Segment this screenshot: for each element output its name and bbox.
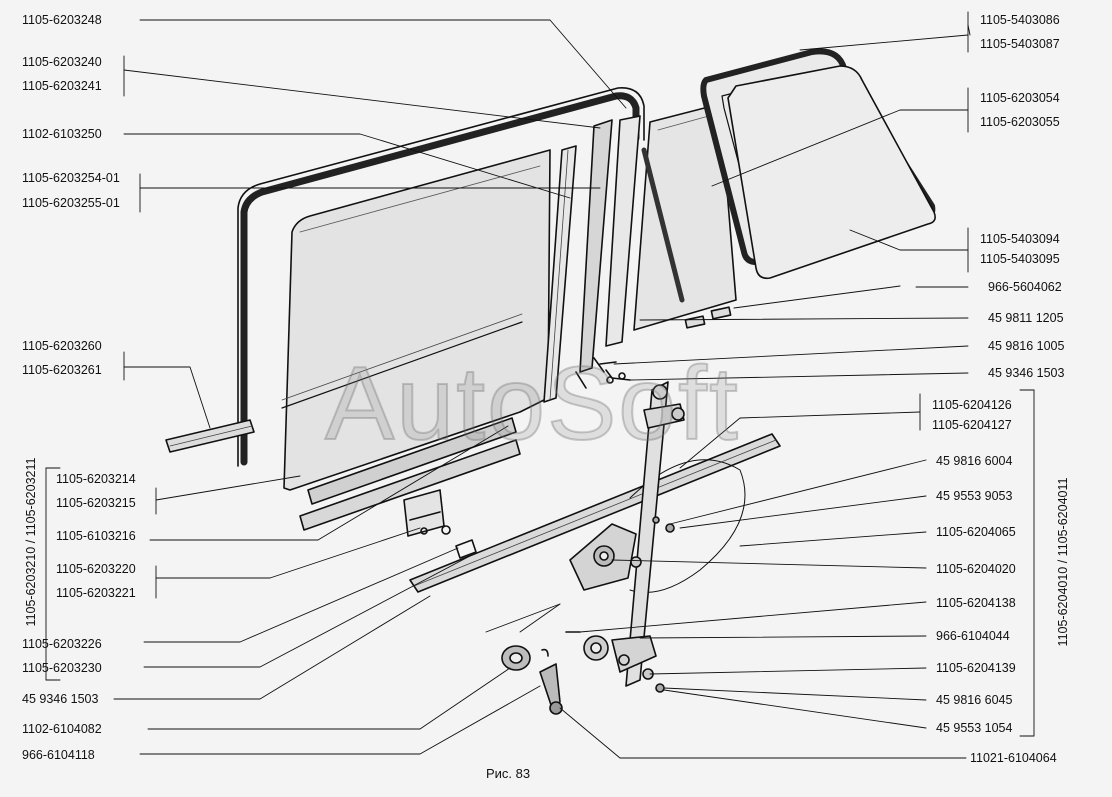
part-label-r16: 1105-6204020: [936, 562, 1016, 576]
part-label-r13: 45 9816 6004: [936, 454, 1013, 468]
part-label-l11: 1105-6103216: [56, 529, 136, 543]
part-label-l09: 1105-6203214: [56, 472, 136, 486]
part-label-l03: 1105-6203241: [22, 79, 102, 93]
part-label-l06: 1105-6203255-01: [22, 196, 120, 210]
part-label-r12: 1105-6204127: [932, 418, 1012, 432]
rear-guide-channel: [575, 115, 641, 389]
front-guide-channel: [543, 145, 577, 403]
part-label-l08: 1105-6203261: [22, 363, 102, 377]
part-label-r10: 45 9346 1503: [988, 366, 1065, 380]
part-label-r20: 45 9816 6045: [936, 693, 1013, 707]
part-label-r07: 966-5604062: [988, 280, 1062, 294]
outer-belt-seal: [165, 419, 255, 453]
figure-caption: Рис. 83: [486, 766, 531, 781]
part-label-r09: 45 9816 1005: [988, 339, 1065, 353]
part-label-l15: 1105-6203230: [22, 661, 102, 675]
part-label-r11: 1105-6204126: [932, 398, 1012, 412]
part-label-r02: 1105-5403087: [980, 37, 1060, 51]
part-label-r21: 45 9553 1054: [936, 721, 1013, 735]
part-label-l16: 45 9346 1503: [22, 692, 99, 706]
part-label-r22: 11021-6104064: [970, 751, 1057, 765]
part-label-l17: 1102-6104082: [22, 722, 102, 736]
crank-handle: [501, 645, 563, 715]
part-label-r17: 1105-6204138: [936, 596, 1016, 610]
part-label-l01: 1105-6203248: [22, 13, 102, 27]
front-window-seal: [237, 87, 645, 467]
part-label-l10: 1105-6203215: [56, 496, 136, 510]
part-label-l04: 1102-6103250: [22, 127, 102, 141]
regulator-detail-outline: [629, 459, 746, 593]
part-label-l13: 1105-6203221: [56, 586, 136, 600]
part-label-r19: 1105-6204139: [936, 661, 1016, 675]
front-door-glass: [281, 149, 551, 491]
part-label-l18: 966-6104118: [22, 748, 95, 762]
window-regulator: [565, 361, 685, 693]
part-label-r06: 1105-5403095: [980, 252, 1060, 266]
part-label-r14: 45 9553 9053: [936, 489, 1013, 503]
part-label-r01: 1105-5403086: [980, 13, 1060, 27]
part-label-r03: 1105-6203054: [980, 91, 1060, 105]
part-label-r05: 1105-5403094: [980, 232, 1060, 246]
part-label-l05: 1105-6203254-01: [22, 171, 120, 185]
rear-quarter-glass: [727, 65, 936, 280]
rear-fixed-glass: [633, 103, 737, 331]
part-label-r08: 45 9811 1205: [988, 311, 1064, 325]
part-label-r04: 1105-6203055: [980, 115, 1060, 129]
leader-lines: [45, 11, 1035, 759]
seal-clips: [684, 285, 901, 329]
part-label-l14: 1105-6203226: [22, 637, 102, 651]
part-label-r15: 1105-6204065: [936, 525, 1016, 539]
part-label-l02: 1105-6203240: [22, 55, 102, 69]
part-label-r18: 966-6104044: [936, 629, 1010, 643]
part-label-l07: 1105-6203260: [22, 339, 102, 353]
vertical-label-left: 1105-6203210 / 1105-6203211: [24, 457, 38, 627]
part-label-l12: 1105-6203220: [56, 562, 136, 576]
vertical-label-right: 1105-6204010 / 1105-6204011: [1056, 477, 1070, 647]
glass-holder-bracket: [403, 489, 477, 559]
watermark: AutoSoft: [324, 345, 740, 463]
